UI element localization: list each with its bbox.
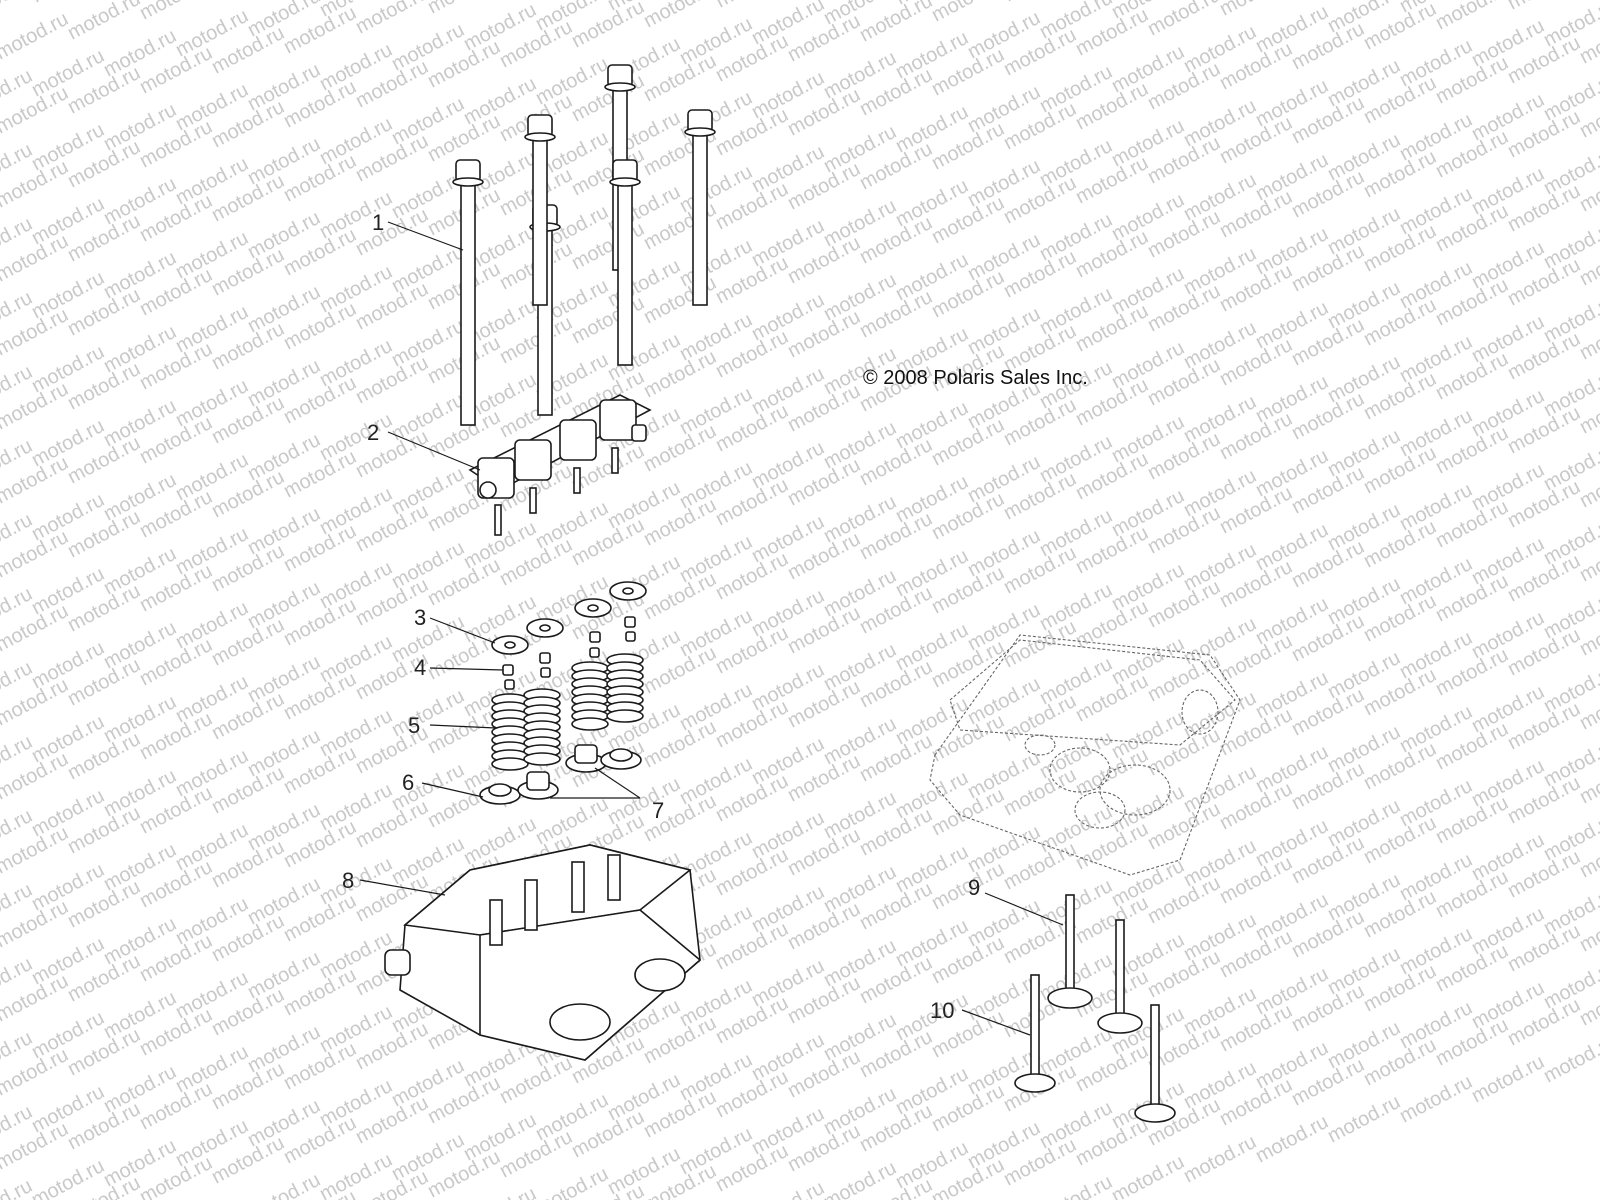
callout-labels: 1 2 3 4 5 6 7 8 9 10 [342,210,980,1023]
watermark-text: motod.ru [928,0,1008,26]
valve-springs [491,653,644,771]
callout-7: 7 [652,798,664,823]
rocker-arm-assembly [468,394,652,536]
watermark-text: motod.ru [1504,0,1584,14]
watermark-text: motod.ru [460,1183,540,1200]
valve-stem-seals [479,744,642,805]
copyright-notice: © 2008 Polaris Sales Inc. [863,367,1088,389]
callout-5: 5 [408,713,420,738]
valve-spring-retainers [491,581,647,655]
watermark-text: motod.ru [1468,1051,1548,1107]
watermark-text: motod.ru [748,1177,828,1200]
watermark-text: motod.ru [1180,1131,1260,1187]
spring-coil [491,757,529,771]
watermark-text: motod.ru [64,0,144,44]
intake-valves [1047,894,1143,1034]
spring-coil [571,717,609,731]
head-bolts [452,64,716,426]
spring-coil [606,709,644,723]
watermark-text: motod.ru [532,1163,612,1200]
watermark-text: motod.ru [1216,0,1296,20]
cylinder-head [384,844,702,1061]
exhaust-valves [1014,974,1176,1123]
watermark-text: motod.ru [208,0,288,4]
callout-4: 4 [414,655,426,680]
watermark-text: motod.ru [244,1169,324,1200]
callout-3: 3 [414,605,426,630]
cylinder-head-underside-reference [929,634,1241,876]
watermark-text: motod.ru [712,0,792,12]
watermark-text: motod.ru [1108,1151,1188,1200]
watermark-text: motod.ru [424,0,504,18]
watermark-text: motod.ru [0,0,36,27]
watermark-text: motod.ru [0,8,72,64]
watermark-text: motod.ru [1540,1031,1600,1087]
watermark-text: motod.ru [1432,0,1512,34]
watermark-text: motod.ru [1000,0,1080,6]
watermark-text: motod.ru [1252,1111,1332,1167]
callout-1: 1 [372,210,384,235]
callout-10: 10 [930,998,954,1023]
watermark-text: motod.ru [1396,1071,1476,1127]
callout-9: 9 [968,875,980,900]
callout-8: 8 [342,868,354,893]
watermark-text: motod.ru [1036,1171,1116,1200]
watermark-text: motod.ru [28,0,108,7]
callout-6: 6 [402,770,414,795]
watermark-text: motod.ru [1144,0,1224,40]
watermark-text: motod.ru [640,0,720,32]
watermark-text: motod.ru [136,0,216,24]
callout-2: 2 [367,420,379,445]
spring-coil [523,752,561,766]
leader-lines [359,221,1064,1036]
watermark-text: motod.ru [352,0,432,38]
valve-keepers [502,616,636,690]
watermark-text: motod.ru [1324,1091,1404,1147]
